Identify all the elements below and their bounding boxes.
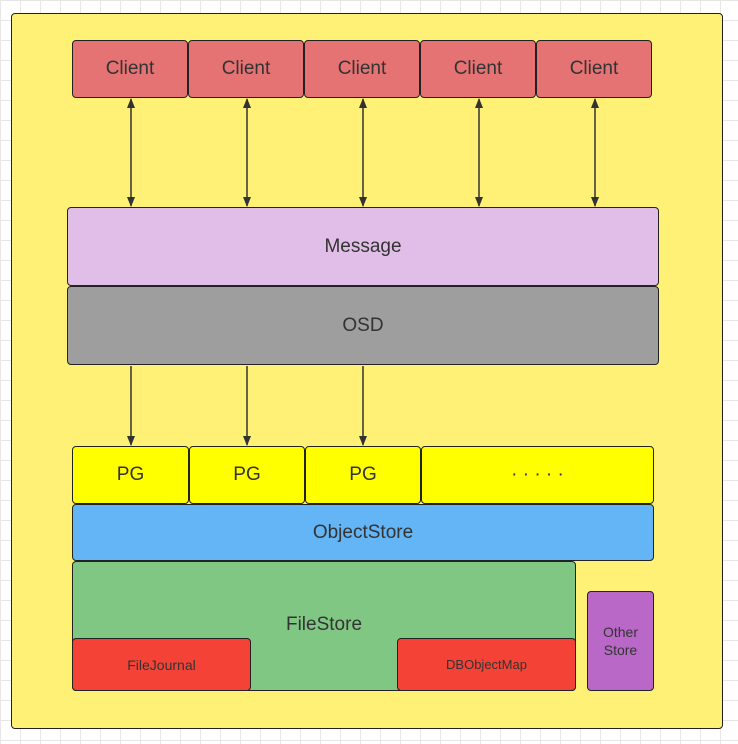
client-box-2: Client (188, 40, 304, 98)
other-store-box: Other Store (587, 591, 654, 691)
pg-ellipsis-box: · · · · · (421, 446, 654, 504)
dbobjectmap-box: DBObjectMap (397, 638, 576, 691)
client-box-1: Client (72, 40, 188, 98)
client-box-4: Client (420, 40, 536, 98)
filejournal-box: FileJournal (72, 638, 251, 691)
pg-box-1: PG (72, 446, 189, 504)
client-box-3: Client (304, 40, 420, 98)
pg-box-3: PG (305, 446, 421, 504)
pg-box-2: PG (189, 446, 305, 504)
message-layer: Message (67, 207, 659, 286)
client-box-5: Client (536, 40, 652, 98)
objectstore-layer: ObjectStore (72, 504, 654, 561)
osd-layer: OSD (67, 286, 659, 365)
